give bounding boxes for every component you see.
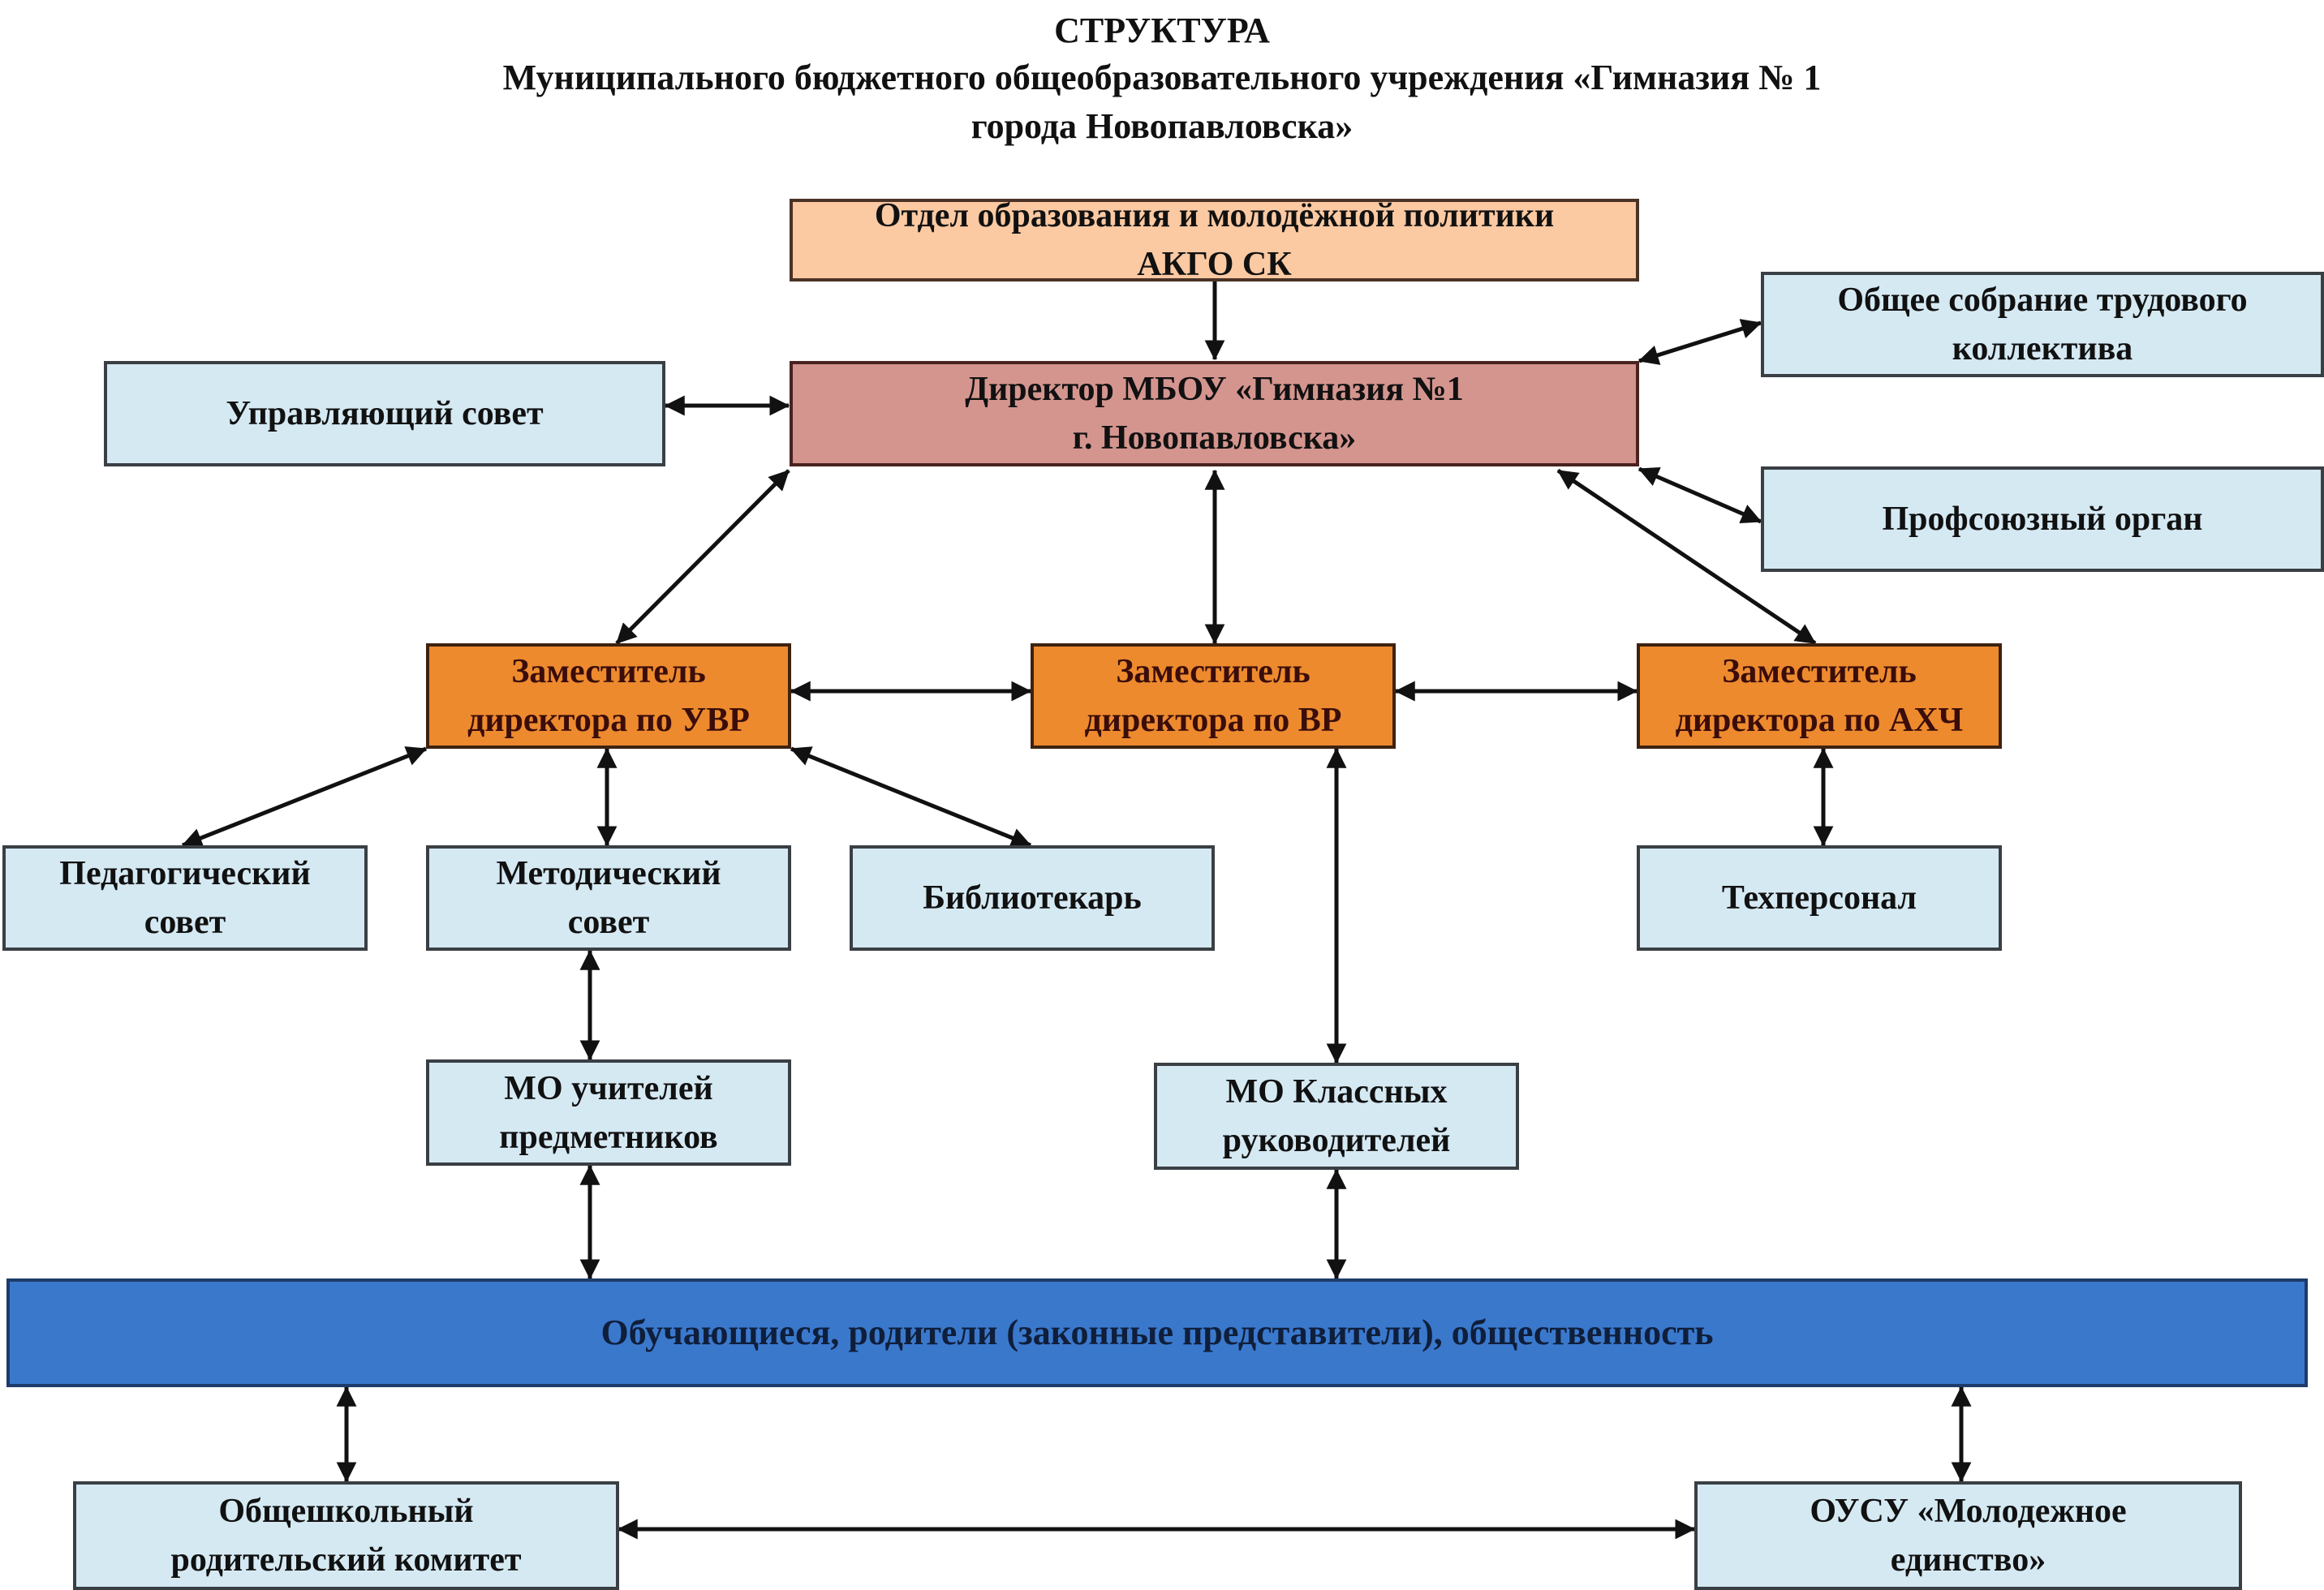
node-community: Обучающиеся, родители (законные представ… [6,1278,2308,1387]
chart-subtitle-line-1: Муниципального бюджетного общеобразовате… [502,58,1822,97]
chart-subtitle-line-2: города Новопавловска» [970,106,1354,146]
arrow-director-general-meeting [1638,319,1762,365]
node-trade-union: Профсоюзный орган [1761,466,2324,572]
node-mo-class-teachers: МО Классных руководителей [1154,1063,1519,1170]
arrow-deputy-uvr-pedagogical-council [181,746,428,848]
chart-title: СТРУКТУРА [1054,11,1270,50]
node-mo-subject-teachers: МО учителей предметников [426,1059,791,1166]
node-general-meeting: Общее собрание трудового коллектива [1761,272,2324,377]
node-librarian: Библиотекарь [850,845,1215,951]
node-tech-staff: Техперсонал [1637,845,2002,951]
node-deputy-ahch: Заместитель директора по АХЧ [1637,643,2002,749]
node-director: Директор МБОУ «Гимназия №1 г. Новопавлов… [790,361,1639,466]
arrow-deputy-uvr-librarian [790,746,1032,848]
node-student-government: ОУСУ «Молодежное единство» [1694,1481,2242,1590]
arrow-director-deputy-ahch [1556,468,1817,646]
node-deputy-vr: Заместитель директора по ВР [1031,643,1396,749]
node-deputy-uvr: Заместитель директора по УВР [426,643,791,749]
node-pedagogical-council: Педагогический совет [2,845,368,951]
node-education-department: Отдел образования и молодёжной политики … [790,197,1639,283]
arrow-director-trade-union [1638,466,1762,524]
node-parent-committee: Общешкольный родительский комитет [73,1481,619,1590]
node-governing-council: Управляющий совет [104,361,665,466]
node-methodical-council: Методический совет [426,845,791,951]
arrow-director-deputy-uvr [615,469,790,645]
